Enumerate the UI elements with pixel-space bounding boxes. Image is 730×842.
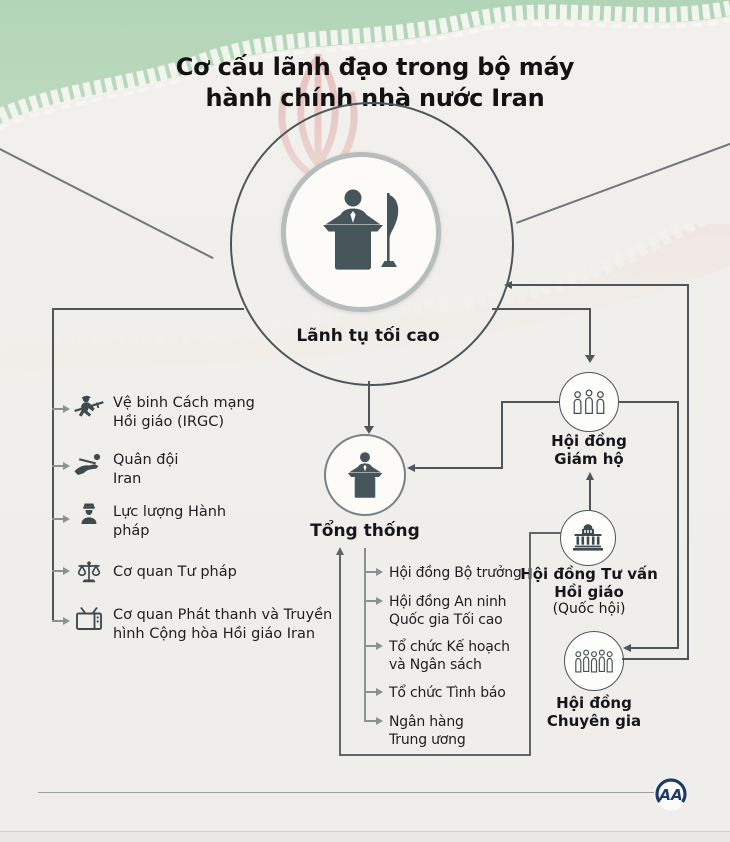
line-left-branch-1	[52, 408, 64, 410]
line-guardian-to-president-h1	[502, 401, 560, 403]
consultative-assembly-circle	[560, 510, 616, 566]
army-soldier-icon	[72, 450, 106, 476]
consultative-assembly-label: Hội đồng Tư vấn Hồi giáo	[520, 565, 658, 601]
arrow-sub-branch-3	[376, 642, 383, 650]
tv-broadcast-icon	[72, 604, 106, 632]
line-experts-to-sl-vertical	[687, 284, 689, 660]
line-parliament-to-guardian	[589, 480, 591, 511]
title-line-1: Cơ cấu lãnh đạo trong bộ máy	[175, 53, 575, 81]
line-left-branch-2	[52, 465, 64, 467]
parliament-icon	[573, 524, 603, 551]
line-parliament-loop-h1	[530, 532, 561, 534]
justice-scales-icon	[72, 558, 106, 586]
arrow-experts-to-sl	[504, 280, 512, 289]
arrow-left-branch-2	[63, 462, 70, 470]
experts-assembly-label: Hội đồng Chuyên gia	[546, 694, 642, 730]
supreme-leader-circle	[281, 152, 441, 312]
left-item-judiciary: Cơ quan Tư pháp	[113, 564, 237, 580]
police-officer-icon	[74, 501, 104, 527]
left-item-broadcasting: Cơ quan Phát thanh và Truyền hình Cộng h…	[113, 607, 333, 642]
line-sub-harness-vertical	[364, 548, 366, 722]
line-guardian-to-president-v	[501, 401, 503, 469]
line-guardian-to-experts-v	[677, 401, 679, 649]
sub-item-central-bank: Ngân hàng Trung ương	[389, 714, 466, 748]
line-experts-to-sl-bottom	[622, 658, 689, 660]
arrow-sl-to-guardian	[585, 355, 595, 363]
people-crowd-icon	[575, 649, 613, 673]
left-item-irgc: Vệ binh Cách mạng Hồi giáo (IRGC)	[113, 395, 255, 430]
arrow-left-branch-3	[63, 515, 70, 523]
irgc-soldier-icon	[72, 392, 106, 422]
line-left-branch-3	[52, 518, 64, 520]
supreme-leader-label: Lãnh tụ tối cao	[296, 326, 440, 346]
arrow-loop-to-president	[335, 547, 344, 555]
left-item-law-enforcement: Lực lượng Hành pháp	[113, 504, 227, 539]
arrow-parliament-to-guardian	[585, 472, 594, 480]
aa-logo-text: AA	[658, 786, 682, 804]
sub-item-intelligence: Tổ chức Tình báo	[389, 685, 506, 701]
arrow-left-branch-5	[63, 617, 70, 625]
line-parliament-loop-bottom	[339, 754, 531, 756]
line-left-branch-4	[52, 570, 64, 572]
line-guardian-to-experts-h2	[630, 647, 679, 649]
sub-item-plan-budget: Tổ chức Kế hoạch và Ngân sách	[389, 639, 510, 673]
footer-divider	[38, 792, 654, 793]
aa-logo: AA	[652, 775, 690, 817]
line-sub-branch-4	[364, 691, 377, 693]
sub-item-council-ministers: Hội đồng Bộ trưởng	[389, 565, 522, 581]
line-left-harness-top	[52, 308, 244, 310]
line-experts-to-sl-top	[512, 284, 689, 286]
arrow-left-branch-4	[63, 567, 70, 575]
line-guardian-to-president-h2	[415, 467, 502, 469]
supreme-leader-ring	[230, 102, 514, 386]
line-sl-to-guardian-h	[492, 308, 591, 310]
line-sl-to-guardian-v	[589, 308, 591, 356]
line-sub-branch-5	[364, 720, 377, 722]
page-title: Cơ cấu lãnh đạo trong bộ máy hành chính …	[30, 52, 720, 114]
line-left-branch-5	[52, 620, 64, 622]
podium-speaker-icon	[347, 452, 383, 498]
consultative-assembly-sublabel: (Quốc hội)	[552, 601, 626, 617]
arrow-sub-branch-2	[376, 597, 383, 605]
line-sub-branch-2	[364, 600, 377, 602]
left-item-army: Quân đội Iran	[113, 452, 179, 487]
arrow-sl-to-president	[364, 426, 374, 434]
arrow-guardian-to-president	[407, 463, 415, 472]
experts-assembly-circle	[564, 631, 624, 691]
arrow-sub-branch-1	[376, 568, 383, 576]
arrow-left-branch-1	[63, 405, 70, 413]
arrow-sub-branch-5	[376, 717, 383, 725]
podium-speaker-flag-icon	[323, 189, 399, 270]
line-guardian-to-experts-h1	[618, 401, 679, 403]
people-group-icon	[573, 389, 605, 415]
president-circle	[324, 434, 406, 516]
sub-item-security-council: Hội đồng An ninh Quốc gia Tối cao	[389, 594, 507, 628]
line-parliament-loop-vl	[339, 555, 341, 756]
line-sub-branch-3	[364, 645, 377, 647]
line-sub-branch-1	[364, 571, 377, 573]
line-parliament-loop-vr	[529, 532, 531, 756]
arrow-sub-branch-4	[376, 688, 383, 696]
guardian-council-label: Hội đồng Giám hộ	[551, 432, 627, 468]
arrow-guardian-to-experts	[623, 643, 631, 652]
president-label: Tổng thống	[310, 521, 420, 541]
guardian-council-circle	[559, 372, 619, 432]
line-sl-to-president	[368, 381, 370, 427]
bottom-band	[0, 831, 730, 842]
